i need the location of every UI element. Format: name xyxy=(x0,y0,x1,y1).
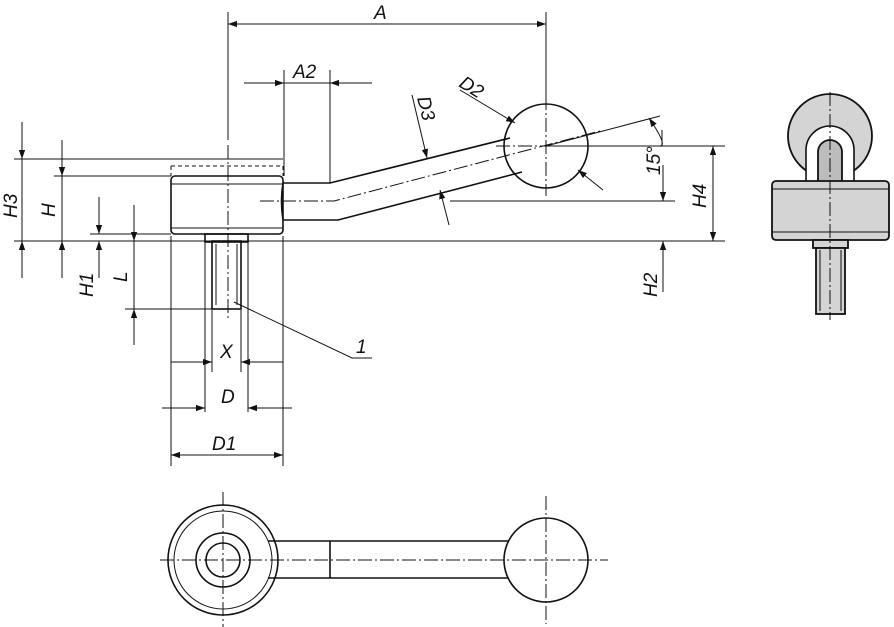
label-d1: D1 xyxy=(212,434,236,455)
dimension-lines xyxy=(18,20,717,459)
label-callout-1: 1 xyxy=(356,337,367,358)
extension-lines xyxy=(14,12,725,466)
lever-arm xyxy=(283,137,511,184)
label-h1: H1 xyxy=(77,273,98,297)
top-view xyxy=(160,492,608,627)
hub-body xyxy=(170,175,284,235)
label-a: A xyxy=(373,3,387,24)
side-view xyxy=(771,92,890,320)
label-a2: A2 xyxy=(292,62,317,83)
label-h: H xyxy=(39,203,60,217)
label-h4: H4 xyxy=(690,184,711,208)
dimension-labels: A A2 D2 D3 15° H3 H H1 L H4 H2 X D D1 1 xyxy=(1,3,711,455)
label-x: X xyxy=(219,342,234,363)
label-d2: D2 xyxy=(455,72,487,103)
label-l: L xyxy=(111,271,132,282)
label-h3: H3 xyxy=(1,193,22,218)
front-view xyxy=(170,96,601,318)
label-d: D xyxy=(221,387,235,408)
label-d3: D3 xyxy=(412,94,438,123)
label-h2: H2 xyxy=(641,272,662,297)
label-angle: 15° xyxy=(644,146,665,175)
